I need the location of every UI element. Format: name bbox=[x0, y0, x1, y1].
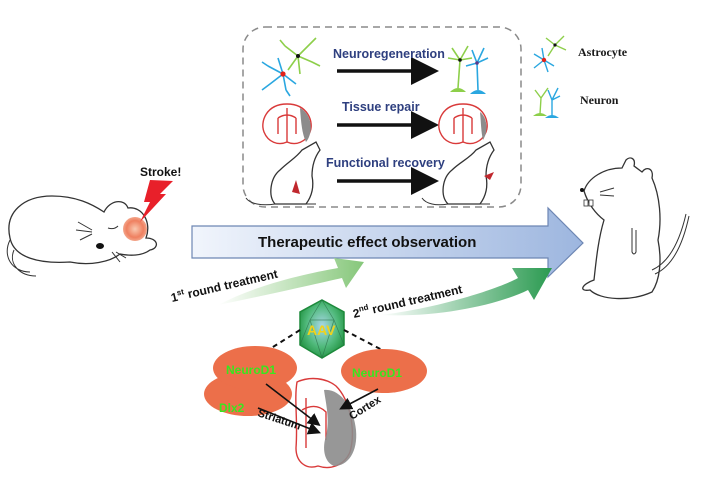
round1-treatment-arrow bbox=[218, 258, 364, 305]
main-arrow-label: Therapeutic effect observation bbox=[258, 234, 476, 251]
neuron-icon bbox=[447, 45, 489, 94]
arrow-to-cortex bbox=[339, 388, 379, 410]
factor-label-neurod1-cortex: NeuroD1 bbox=[352, 366, 402, 380]
rat-recovered-icon bbox=[421, 141, 495, 206]
connector-right bbox=[343, 329, 387, 353]
arrow-dlx2-to-striatum bbox=[257, 407, 321, 435]
legend-label-neuron: Neuron bbox=[580, 93, 619, 107]
factor-ellipse-neurod1-cortex bbox=[341, 349, 427, 393]
factor-label-neurod1-striatum: NeuroD1 bbox=[226, 363, 276, 377]
region-label-cortex: Cortex bbox=[347, 393, 384, 422]
connector-left bbox=[264, 329, 301, 353]
outcome-label-functional-recovery: Functional recovery bbox=[326, 156, 445, 170]
lightning-bolt-icon bbox=[140, 180, 173, 222]
svg-text:1st round treatment: 1st round treatment bbox=[169, 266, 279, 305]
brain-hemisection-lesion bbox=[295, 377, 357, 469]
arrow-neurod1-to-striatum bbox=[265, 383, 321, 426]
aav-label: AAV bbox=[307, 322, 336, 338]
round2-treatment-arrow bbox=[380, 268, 552, 316]
stroke-label: Stroke! bbox=[140, 165, 181, 179]
outcome-label-tissue-repair: Tissue repair bbox=[342, 100, 420, 114]
rat-impaired-icon bbox=[245, 141, 321, 206]
aav-capsid-icon: AAV bbox=[299, 299, 345, 359]
brain-section-lesion-icon bbox=[262, 103, 312, 145]
legend-neuron: Neuron bbox=[533, 87, 619, 118]
factor-label-dlx2: Dlx2 bbox=[219, 401, 245, 415]
legend-label-astrocyte: Astrocyte bbox=[578, 45, 628, 59]
recovered-mouse-icon bbox=[580, 157, 690, 300]
astrocyte-icon bbox=[261, 37, 321, 97]
round1-label: 1st round treatment bbox=[169, 266, 280, 305]
legend-astrocyte: Astrocyte bbox=[533, 35, 628, 73]
brain-section-repaired-icon bbox=[438, 103, 488, 145]
outcome-label-neuroregeneration: Neuroregeneration bbox=[333, 47, 445, 61]
outcomes-box bbox=[242, 26, 522, 208]
factor-ellipse-neurod1-striatum bbox=[213, 346, 297, 390]
stroke-mouse-icon bbox=[6, 195, 157, 277]
therapeutic-effect-arrow bbox=[191, 206, 584, 279]
